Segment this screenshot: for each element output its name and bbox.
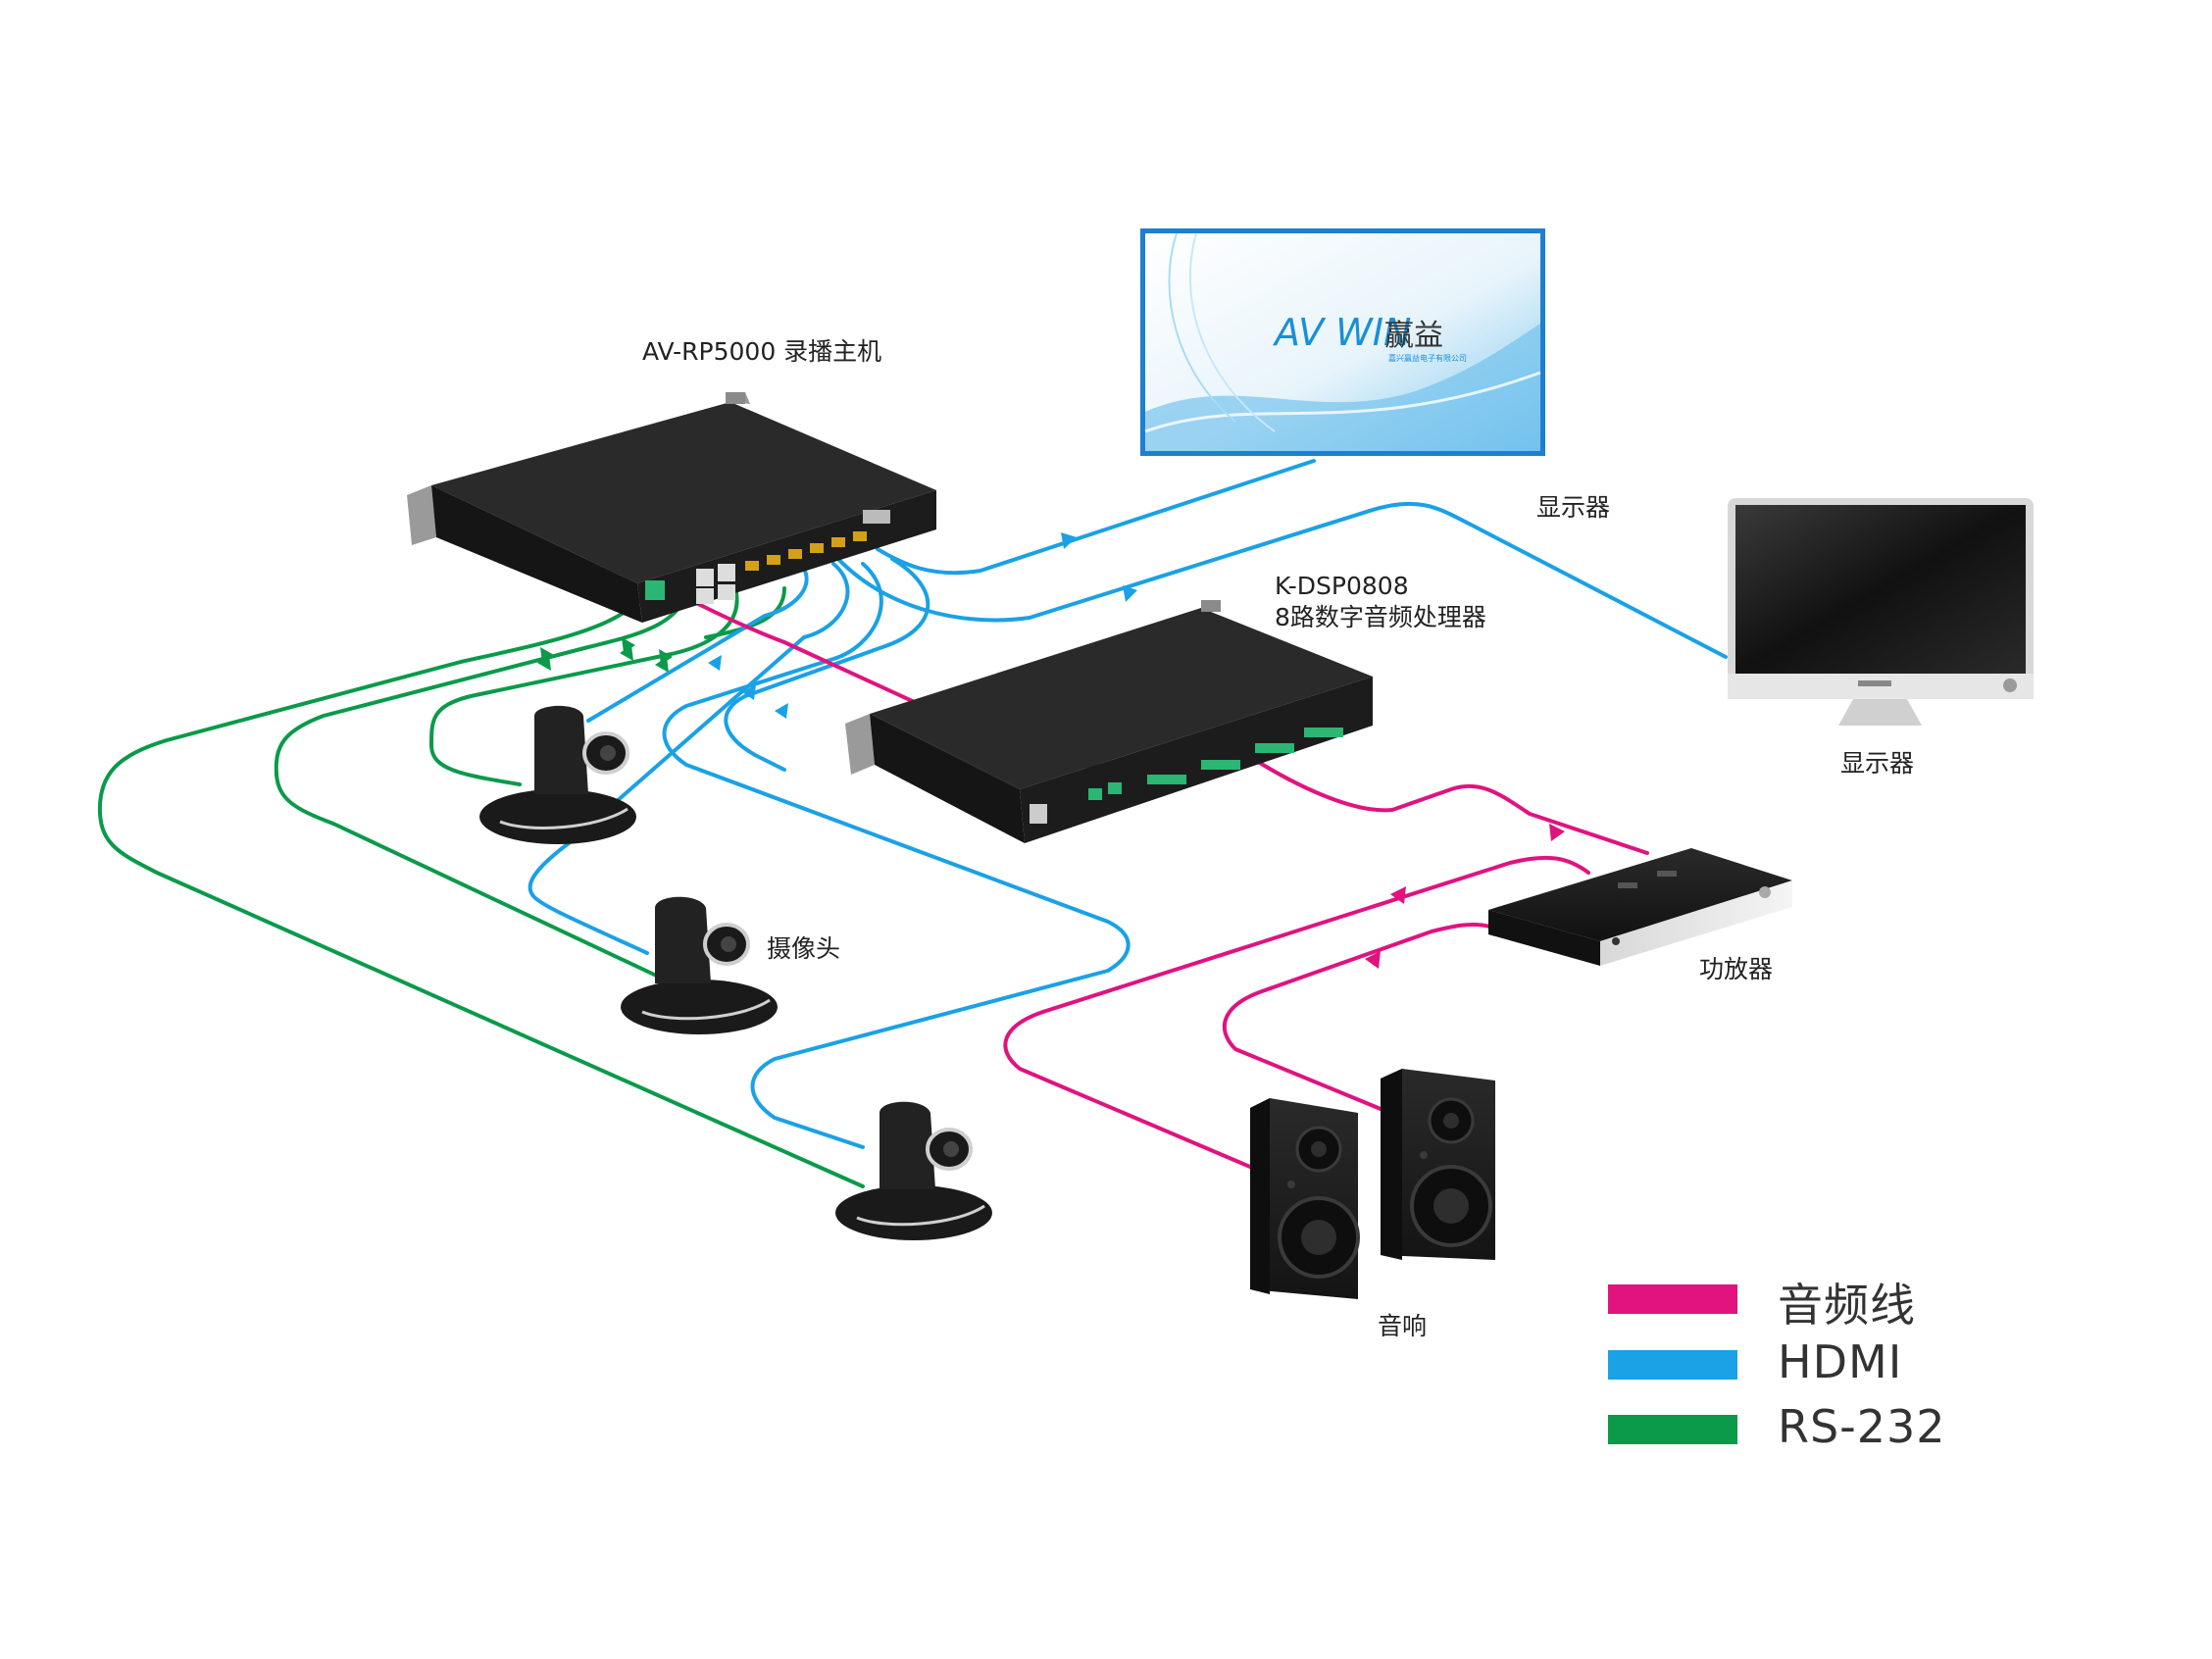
screen-logo-cn: 赢益: [1384, 319, 1443, 353]
audio-cable-amp-speaker-right: [1222, 922, 1492, 1120]
monitor-device: [1728, 498, 2034, 726]
hdmi-cable-camera-2: [528, 562, 850, 955]
legend-label-rs232: RS-232: [1778, 1400, 1946, 1453]
legend-swatch-audio: [1608, 1284, 1737, 1314]
rs232-arrow-2: [537, 655, 551, 671]
recorder-label: AV-RP5000 录播主机: [642, 337, 882, 366]
hdmi-arrow-monitor: [1123, 585, 1137, 602]
amplifier-device: [1488, 848, 1792, 966]
camera-3: [835, 1101, 992, 1240]
rs232-arrow-3: [622, 637, 635, 653]
hdmi-arrow-cam-a: [708, 655, 722, 671]
camera-1: [479, 705, 636, 844]
amplifier-label: 功放器: [1699, 955, 1774, 983]
display-label-right: 显示器: [1840, 749, 1915, 778]
audio-arrow-amp-in: [1549, 824, 1565, 841]
legend-label-audio: 音频线: [1778, 1279, 1916, 1332]
audio-cables: [675, 591, 1649, 1169]
rs232-cable-camera-1: [429, 586, 739, 786]
hdmi-cable-camera-3: [662, 562, 1131, 1149]
audio-cable-dsp-amp: [1253, 758, 1649, 855]
display-label-top: 显示器: [1536, 493, 1611, 522]
legend-label-hdmi: HDMI: [1778, 1335, 1903, 1388]
audio-arrow-right: [1365, 951, 1381, 969]
hdmi-arrow-screen: [1061, 532, 1077, 549]
hdmi-cable-camera-4: [724, 557, 930, 772]
hdmi-cables: [528, 459, 1728, 1149]
rs232-arrow-4: [620, 645, 633, 661]
legend-swatch-rs232: [1608, 1415, 1737, 1444]
speaker-left: [1250, 1098, 1360, 1299]
dsp-device: [845, 600, 1373, 843]
hdmi-cable-recorder-screen: [876, 459, 1316, 576]
hdmi-cable-camera-1: [586, 567, 809, 723]
audio-arrow-left: [1390, 886, 1406, 904]
dsp-label: K-DSP0808 8路数字音频处理器: [1275, 572, 1486, 631]
recorder-device: [407, 392, 936, 623]
screen-logo-text: AV WIN: [1272, 311, 1411, 354]
speaker-right: [1381, 1069, 1495, 1260]
rs232-arrow-6: [655, 657, 669, 673]
rs232-cable-camera-1b: [704, 586, 786, 639]
camera-label: 摄像头: [767, 934, 841, 963]
camera-2: [621, 896, 778, 1034]
hdmi-cable-recorder-monitor: [831, 501, 1728, 659]
hdmi-arrow-cam-b: [742, 684, 756, 700]
speaker-label: 音响: [1378, 1312, 1428, 1340]
recorder-ports: [645, 510, 890, 604]
rs232-cable-camera-3: [97, 586, 865, 1188]
large-screen-display: AV WIN 赢益 嘉兴赢益电子有限公司: [1140, 228, 1545, 456]
screen-logo-sub: 嘉兴赢益电子有限公司: [1388, 353, 1467, 363]
legend-swatch-hdmi: [1608, 1350, 1737, 1380]
rs232-cables: [97, 586, 865, 1188]
hdmi-arrow-cam-c: [775, 703, 788, 719]
dsp-ports: [1030, 728, 1343, 824]
rs232-cable-camera-2: [274, 591, 688, 982]
audio-cable-amp-speaker-left: [1003, 855, 1590, 1169]
